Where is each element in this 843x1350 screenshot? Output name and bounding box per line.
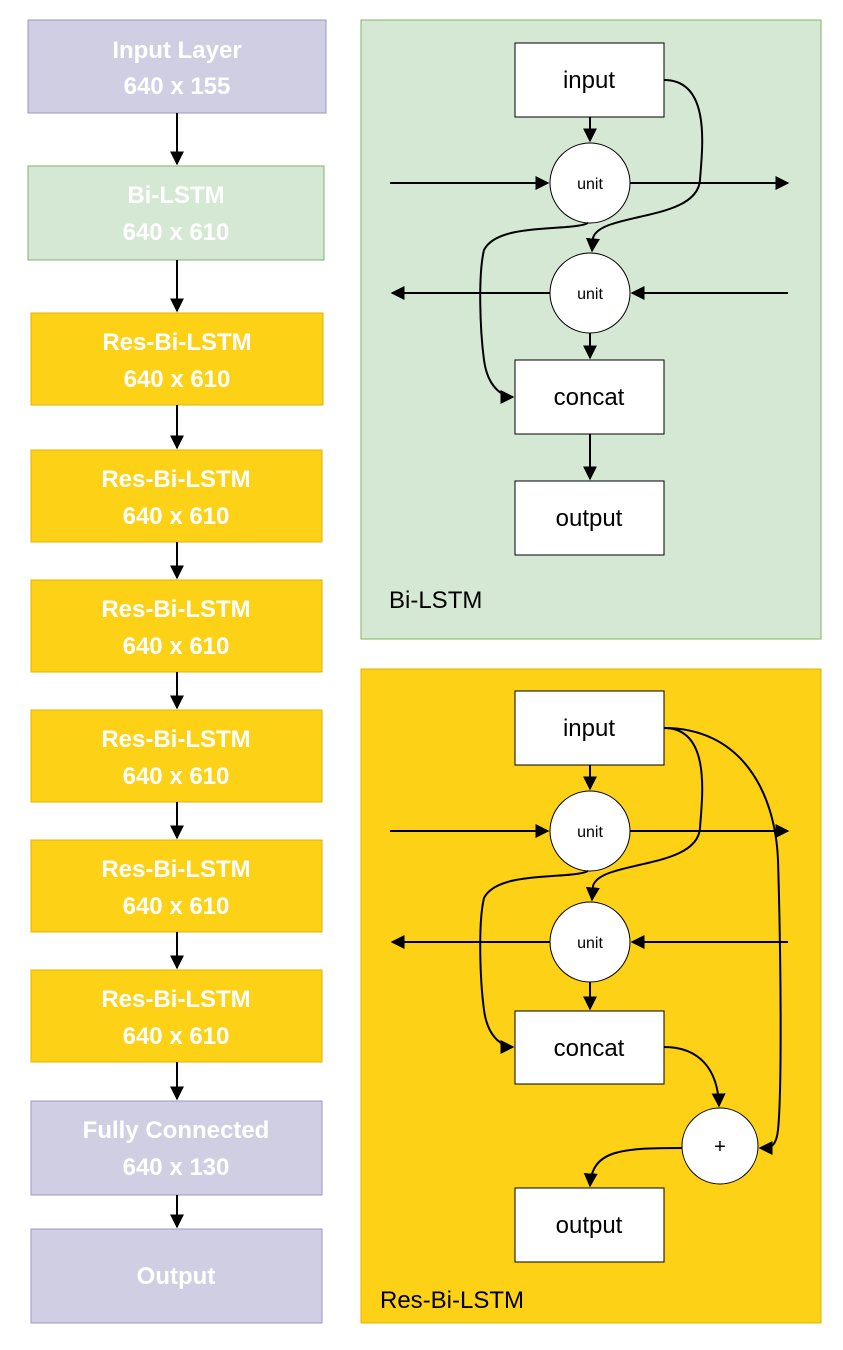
layer-block-res-bilstm-6: Res-Bi-LSTM 640 x 610 bbox=[30, 969, 323, 1063]
layer-dims: 640 x 610 bbox=[123, 893, 230, 920]
bilstm-panel: input unit unit concat output Bi-LSTM bbox=[360, 19, 822, 640]
layer-name: Res-Bi-LSTM bbox=[101, 596, 250, 623]
layer-dims: 640 x 610 bbox=[123, 633, 230, 660]
layer-dims: 640 x 610 bbox=[123, 1023, 230, 1050]
layer-block-input: Input Layer 640 x 155 bbox=[27, 19, 327, 114]
layer-block-res-bilstm-2: Res-Bi-LSTM 640 x 610 bbox=[30, 449, 323, 543]
layer-block-res-bilstm-3: Res-Bi-LSTM 640 x 610 bbox=[30, 579, 323, 673]
resbilstm-concat-box bbox=[514, 1010, 665, 1085]
bilstm-input-label: input bbox=[563, 67, 615, 94]
layer-block-output: Output bbox=[30, 1228, 323, 1324]
resbilstm-edge-concat-to-add bbox=[663, 1046, 726, 1108]
bilstm-connections bbox=[390, 79, 790, 481]
resbilstm-panel-caption: Res-Bi-LSTM bbox=[380, 1287, 524, 1314]
layer-name: Res-Bi-LSTM bbox=[101, 986, 250, 1013]
bilstm-output-box bbox=[514, 480, 665, 556]
layer-name: Fully Connected bbox=[83, 1117, 270, 1144]
resbilstm-input-label: input bbox=[563, 715, 615, 742]
bilstm-concat-box bbox=[514, 359, 665, 435]
bilstm-edge-forward-to-concat bbox=[479, 222, 589, 404]
resbilstm-output-box bbox=[514, 1187, 665, 1263]
resbilstm-connections bbox=[390, 727, 790, 1188]
layer-dims: 640 x 610 bbox=[123, 763, 230, 790]
resbilstm-backward-unit-label: unit bbox=[577, 935, 603, 952]
layer-name: Bi-LSTM bbox=[127, 182, 224, 209]
resbilstm-edge-residual-skip bbox=[663, 727, 782, 1155]
bilstm-forward-unit-label: unit bbox=[577, 176, 603, 193]
resbilstm-edge-add-to-output bbox=[583, 1147, 683, 1188]
resbilstm-residual-add-label: + bbox=[714, 1136, 726, 1158]
layer-stack: Input Layer 640 x 155 Bi-LSTM 640 x 610 … bbox=[27, 19, 327, 1324]
layer-dims: 640 x 610 bbox=[123, 503, 230, 530]
resbilstm-concat-label: concat bbox=[554, 1035, 625, 1062]
bilstm-panel-caption: Bi-LSTM bbox=[389, 587, 482, 614]
resbilstm-edge-forward-to-concat bbox=[479, 870, 589, 1054]
layer-name: Res-Bi-LSTM bbox=[101, 466, 250, 493]
layer-name: Input Layer bbox=[112, 37, 241, 64]
layer-block-fully-connected: Fully Connected 640 x 130 bbox=[30, 1100, 323, 1196]
layer-name: Output bbox=[137, 1263, 216, 1290]
layer-block-bilstm: Bi-LSTM 640 x 610 bbox=[27, 165, 325, 261]
layer-block-res-bilstm-4: Res-Bi-LSTM 640 x 610 bbox=[30, 709, 323, 803]
layer-name: Res-Bi-LSTM bbox=[102, 329, 251, 356]
layer-dims: 640 x 610 bbox=[124, 366, 231, 393]
resbilstm-edge-input-skip-to-backward bbox=[585, 727, 704, 902]
resbilstm-residual-add-node bbox=[681, 1107, 759, 1185]
layer-block-res-bilstm-5: Res-Bi-LSTM 640 x 610 bbox=[30, 839, 323, 933]
resbilstm-forward-unit-label: unit bbox=[577, 824, 603, 841]
layer-name: Res-Bi-LSTM bbox=[101, 856, 250, 883]
layer-name: Res-Bi-LSTM bbox=[101, 726, 250, 753]
bilstm-concat-label: concat bbox=[554, 384, 625, 411]
layer-block-res-bilstm-1: Res-Bi-LSTM 640 x 610 bbox=[30, 312, 324, 406]
layer-dims: 640 x 130 bbox=[123, 1154, 230, 1181]
layer-dims: 640 x 155 bbox=[124, 73, 231, 100]
bilstm-edge-input-skip-to-backward bbox=[585, 79, 704, 253]
resbilstm-panel: input unit unit concat + output Res-Bi-L… bbox=[360, 668, 822, 1324]
resbilstm-input-box bbox=[514, 690, 665, 766]
resbilstm-output-label: output bbox=[556, 1212, 623, 1239]
layer-dims: 640 x 610 bbox=[123, 219, 230, 246]
bilstm-output-label: output bbox=[556, 505, 623, 532]
bilstm-backward-unit-label: unit bbox=[577, 286, 603, 303]
